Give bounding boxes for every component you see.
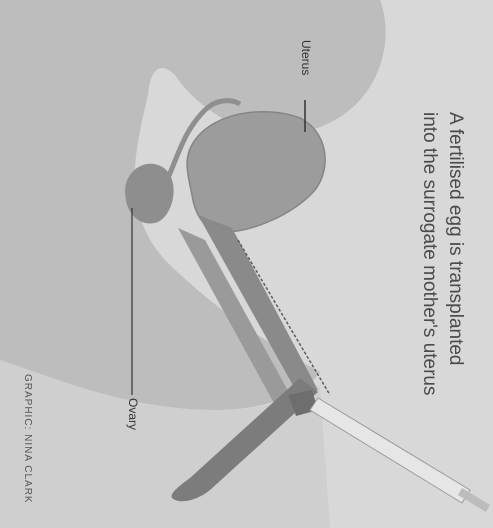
syringe-barrel — [310, 398, 470, 503]
ovary-label: Ovary — [126, 398, 140, 430]
body-silhouette — [0, 0, 386, 410]
figure-title: A fertilised egg is transplanted into th… — [416, 112, 468, 396]
uterus-label: Uterus — [299, 40, 313, 75]
figure-title-line-2: into the surrogate mother's uterus — [416, 112, 442, 396]
figure-title-line-1: A fertilised egg is transplanted — [442, 112, 468, 396]
graphic-credit: GRAPHIC: NINA CLARK — [22, 374, 33, 504]
